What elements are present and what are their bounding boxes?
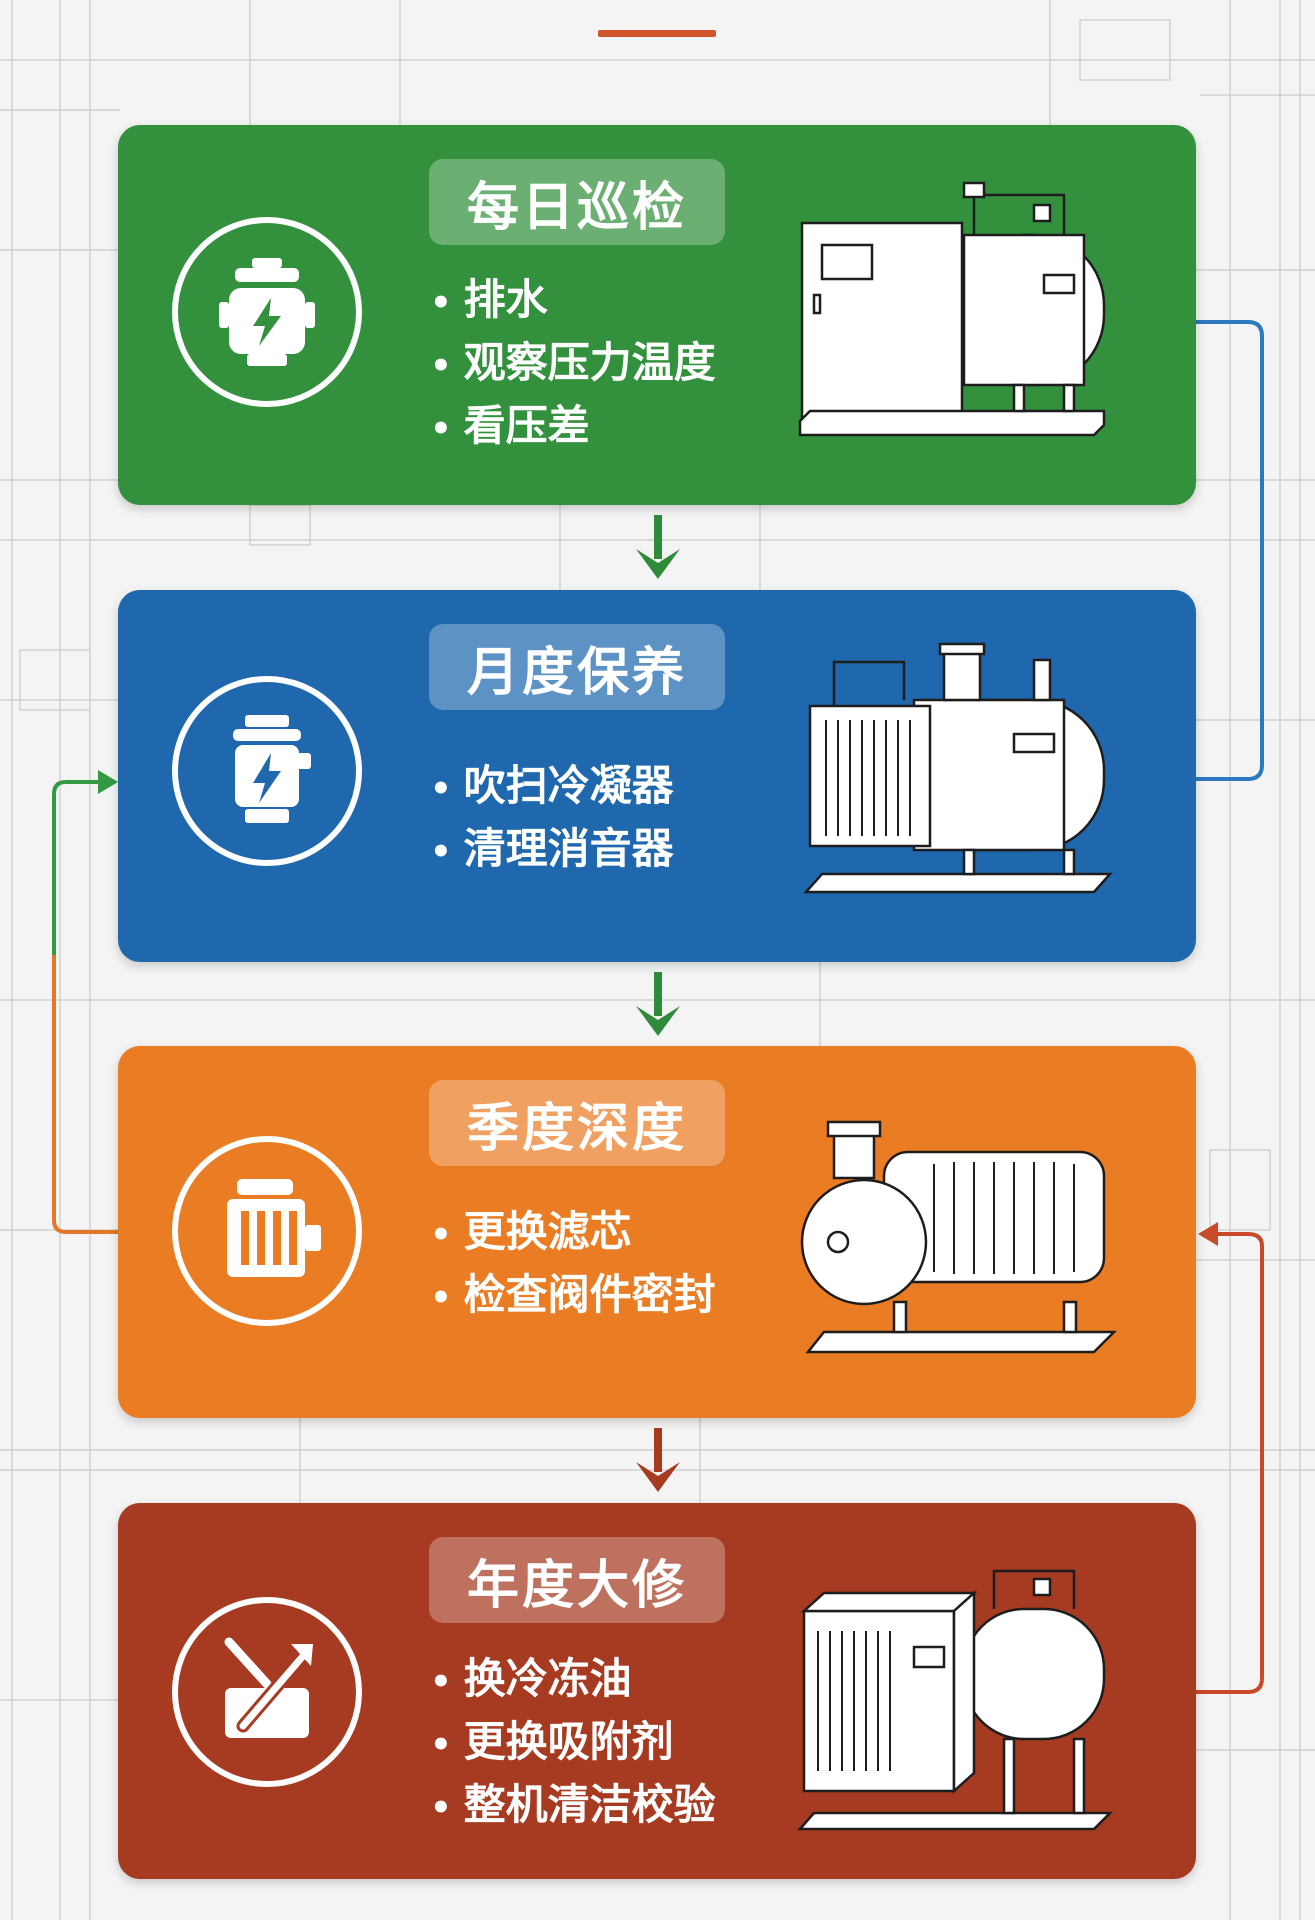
compressor-tank-icon (798, 181, 1106, 437)
down-arrow-icon (636, 1428, 680, 1492)
repair-tool-icon (172, 1597, 362, 1787)
task-item: 更换吸附剂 (430, 1712, 716, 1775)
dryer-unit-icon (797, 1569, 1114, 1831)
stage-title: 年度大修 (429, 1537, 725, 1623)
stage-title: 每日巡检 (429, 159, 725, 245)
task-item: 吹扫冷凝器 (430, 756, 674, 819)
electric-canister-icon (172, 676, 362, 866)
task-item: 换冷冻油 (430, 1649, 716, 1712)
stage-card-quarterly: 季度深度 更换滤芯 检查阀件密封 (118, 1046, 1196, 1418)
task-item: 观察压力温度 (430, 333, 716, 396)
top-accent-bar (598, 30, 716, 37)
pump-motor-icon (800, 1120, 1118, 1354)
stage-title: 月度保养 (429, 624, 725, 710)
task-item: 更换滤芯 (430, 1202, 716, 1265)
task-item: 看压差 (430, 396, 716, 459)
stage-card-annual: 年度大修 换冷冻油 更换吸附剂 整机清洁校验 (118, 1503, 1196, 1879)
stage-card-daily: 每日巡检 排水 观察压力温度 看压差 (118, 125, 1196, 505)
condenser-tank-icon (803, 642, 1113, 894)
task-item: 排水 (430, 270, 716, 333)
task-list: 更换滤芯 检查阀件密封 (430, 1202, 716, 1328)
task-item: 清理消音器 (430, 819, 674, 882)
task-list: 排水 观察压力温度 看压差 (430, 270, 716, 459)
stage-card-monthly: 月度保养 吹扫冷凝器 清理消音器 (118, 590, 1196, 962)
down-arrow-icon (636, 972, 680, 1036)
down-arrow-icon (636, 515, 680, 579)
task-item: 整机清洁校验 (430, 1775, 716, 1838)
task-item: 检查阀件密封 (430, 1265, 716, 1328)
electric-motor-icon (172, 217, 362, 407)
task-list: 换冷冻油 更换吸附剂 整机清洁校验 (430, 1649, 716, 1838)
task-list: 吹扫冷凝器 清理消音器 (430, 756, 674, 882)
filter-cartridge-icon (172, 1136, 362, 1326)
stage-title: 季度深度 (429, 1080, 725, 1166)
